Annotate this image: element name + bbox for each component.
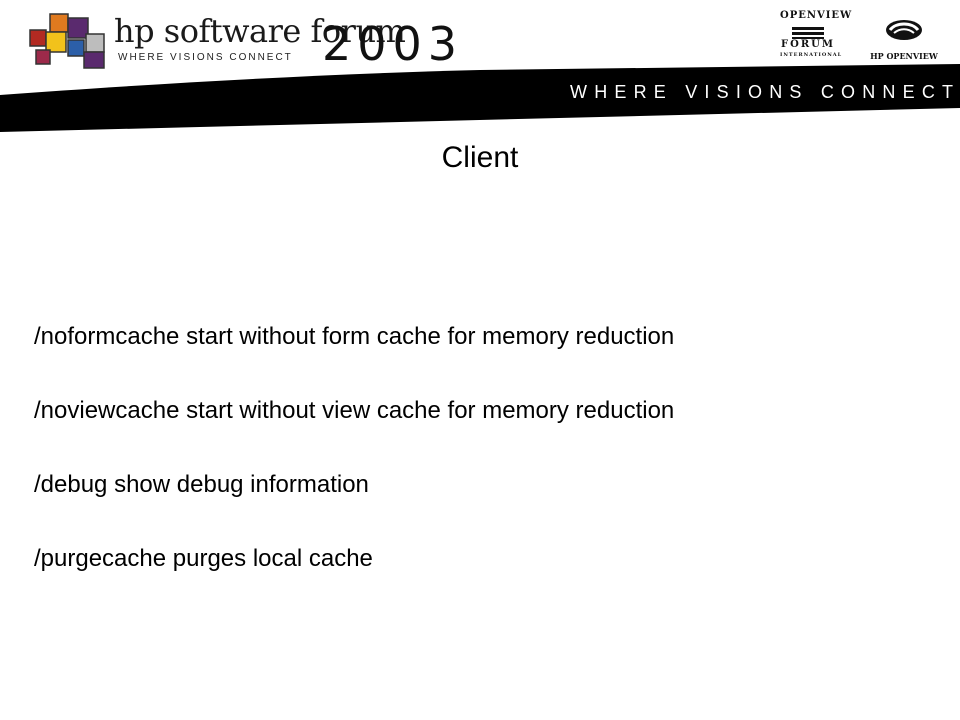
- openview-forum-line2: FORUM: [781, 39, 835, 50]
- openview-forum-line1: OPENVIEW: [780, 10, 853, 21]
- hp-openview-label: HP OPENVIEW: [870, 51, 938, 61]
- command-option-list: /noformcache start without form cache fo…: [34, 318, 934, 614]
- openview-forum-logo: OPENVIEW FORUM INTERNATIONAL: [780, 10, 853, 66]
- slide-title: Client: [441, 141, 519, 174]
- openview-forum-line3: INTERNATIONAL: [780, 52, 843, 58]
- hp-openview-swirl-icon: [886, 20, 922, 40]
- openview-forum-bars-icon: [792, 27, 824, 39]
- brand-year: 2003: [322, 17, 464, 71]
- command-option: /noformcache start without form cache fo…: [34, 323, 675, 350]
- slide-header: WHERE VISIONS CONNECT hp software forum …: [0, 0, 960, 132]
- header-band: [0, 64, 960, 132]
- command-option: /debug show debug information: [34, 471, 369, 498]
- forum-brand: hp software forum WHERE VISIONS CONNECT: [114, 12, 406, 63]
- command-option: /purgecache purges local cache: [34, 545, 373, 572]
- brand-tagline: WHERE VISIONS CONNECT: [118, 52, 293, 63]
- command-option: /noviewcache start without view cache fo…: [34, 397, 675, 424]
- hp-openview-logo: HP OPENVIEW: [866, 18, 942, 62]
- forum-logo-icon: [29, 13, 105, 69]
- brand-name: hp software forum: [114, 12, 406, 50]
- band-tagline: WHERE VISIONS CONNECT: [570, 82, 960, 102]
